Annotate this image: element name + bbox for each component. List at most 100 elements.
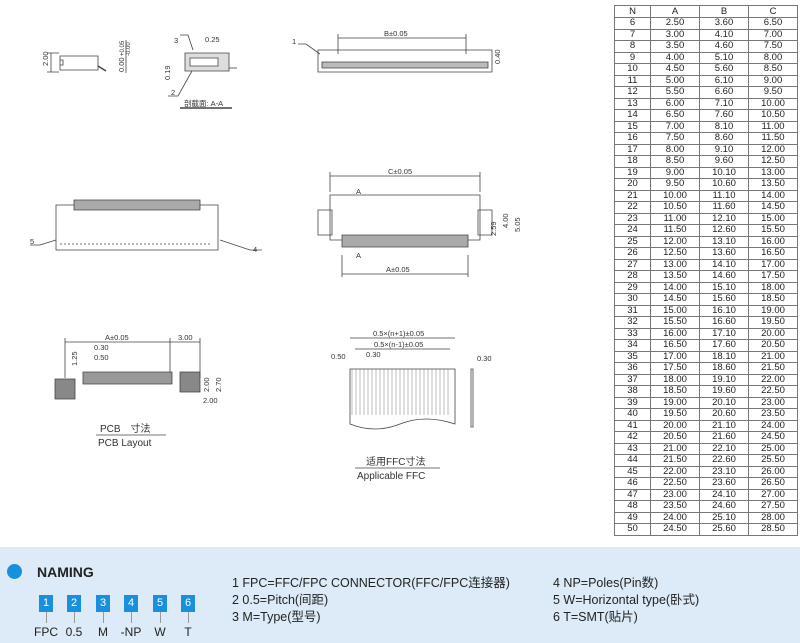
table-cell: 19.50 [650, 408, 700, 421]
table-cell: 18.50 [748, 293, 798, 306]
table-cell: 9 [614, 51, 651, 64]
front-view: 5 4 [30, 199, 262, 254]
table-cell: 9.60 [699, 155, 749, 168]
table-cell: 12.60 [699, 224, 749, 237]
table-cell: 17.50 [748, 270, 798, 283]
table-cell: 11.50 [650, 224, 700, 237]
callout-3: 3 [174, 36, 178, 45]
table-cell: 27 [614, 258, 651, 271]
table-cell: 22.00 [748, 373, 798, 386]
naming-part-number: 1 [39, 595, 53, 612]
naming-connector-line [46, 612, 47, 623]
table-cell: 19.10 [699, 373, 749, 386]
section-mark-top: A [356, 187, 361, 196]
table-cell: 24.00 [650, 511, 700, 524]
dim-b: B±0.05 [384, 29, 408, 38]
table-cell: 8.00 [650, 143, 700, 156]
table-cell: 21.00 [650, 442, 700, 455]
table-cell: 42 [614, 431, 651, 444]
dim-2-00-w: 2.00 [203, 396, 218, 405]
table-cell: 22.50 [748, 385, 798, 398]
table-cell: 20.00 [748, 327, 798, 340]
table-cell: 7.60 [699, 109, 749, 122]
dim-0-30: 0.30 [366, 350, 381, 359]
dim-a: A±0.05 [386, 265, 410, 274]
table-cell: 7.50 [748, 40, 798, 53]
dim-a: A±0.05 [105, 333, 129, 342]
table-cell: 19.50 [748, 316, 798, 329]
table-cell: 28 [614, 270, 651, 283]
table-cell: 19.00 [650, 396, 700, 409]
dim-0-50: 0.50 [94, 353, 109, 362]
table-cell: 18 [614, 155, 651, 168]
table-cell: 17.00 [748, 258, 798, 271]
table-cell: 14.00 [650, 281, 700, 294]
table-cell: 13 [614, 97, 651, 110]
table-cell: 24.60 [699, 500, 749, 513]
table-cell: 25.10 [699, 511, 749, 524]
table-cell: 21 [614, 189, 651, 202]
callout-1: 1 [292, 37, 296, 46]
table-cell: 10.10 [699, 166, 749, 179]
dim-ffc-pitch-span: 0.5×(n-1)±0.05 [374, 340, 423, 349]
table-cell: 10.50 [650, 201, 700, 214]
table-cell: 6.50 [650, 109, 700, 122]
table-cell: 20.60 [699, 408, 749, 421]
table-cell: 28.00 [748, 511, 798, 524]
table-cell: 9.10 [699, 143, 749, 156]
table-cell: 11.00 [650, 212, 700, 225]
bullet-icon [7, 564, 22, 579]
table-cell: 30 [614, 293, 651, 306]
table-cell: 18.00 [748, 281, 798, 294]
dim-tolerance: 0.00 [117, 57, 126, 72]
table-cell: 9.00 [650, 166, 700, 179]
table-cell: 3.50 [650, 40, 700, 53]
table-cell: 19 [614, 166, 651, 179]
col-header-a: A [650, 5, 700, 18]
table-cell: 16.00 [748, 235, 798, 248]
table-cell: 5.60 [699, 63, 749, 76]
naming-desc-4: 4 NP=Poles(Pin数) [553, 576, 659, 590]
table-cell: 18.10 [699, 350, 749, 363]
table-cell: 14.50 [748, 201, 798, 214]
table-cell: 10.60 [699, 178, 749, 191]
table-cell: 15.00 [650, 304, 700, 317]
pcb-caption-cn: PCB 寸法 [100, 422, 151, 435]
table-cell: 6.50 [748, 17, 798, 30]
col-header-b: B [699, 5, 749, 18]
table-cell: 7.10 [699, 97, 749, 110]
table-cell: 23.00 [650, 488, 700, 501]
table-cell: 25.00 [748, 442, 798, 455]
table-cell: 6.60 [699, 86, 749, 99]
naming-connector-line [131, 612, 132, 623]
table-cell: 8.60 [699, 132, 749, 145]
dim-0-40: 0.40 [493, 49, 502, 64]
table-cell: 26.00 [748, 465, 798, 478]
table-cell: 20 [614, 178, 651, 191]
dim-c: C±0.05 [388, 167, 412, 176]
naming-part-number: 5 [153, 595, 167, 612]
table-cell: 11.50 [748, 132, 798, 145]
table-cell: 20.00 [650, 419, 700, 432]
dim-0-50: 0.50 [331, 352, 346, 361]
table-cell: 21.00 [748, 350, 798, 363]
table-cell: 7.00 [650, 120, 700, 133]
